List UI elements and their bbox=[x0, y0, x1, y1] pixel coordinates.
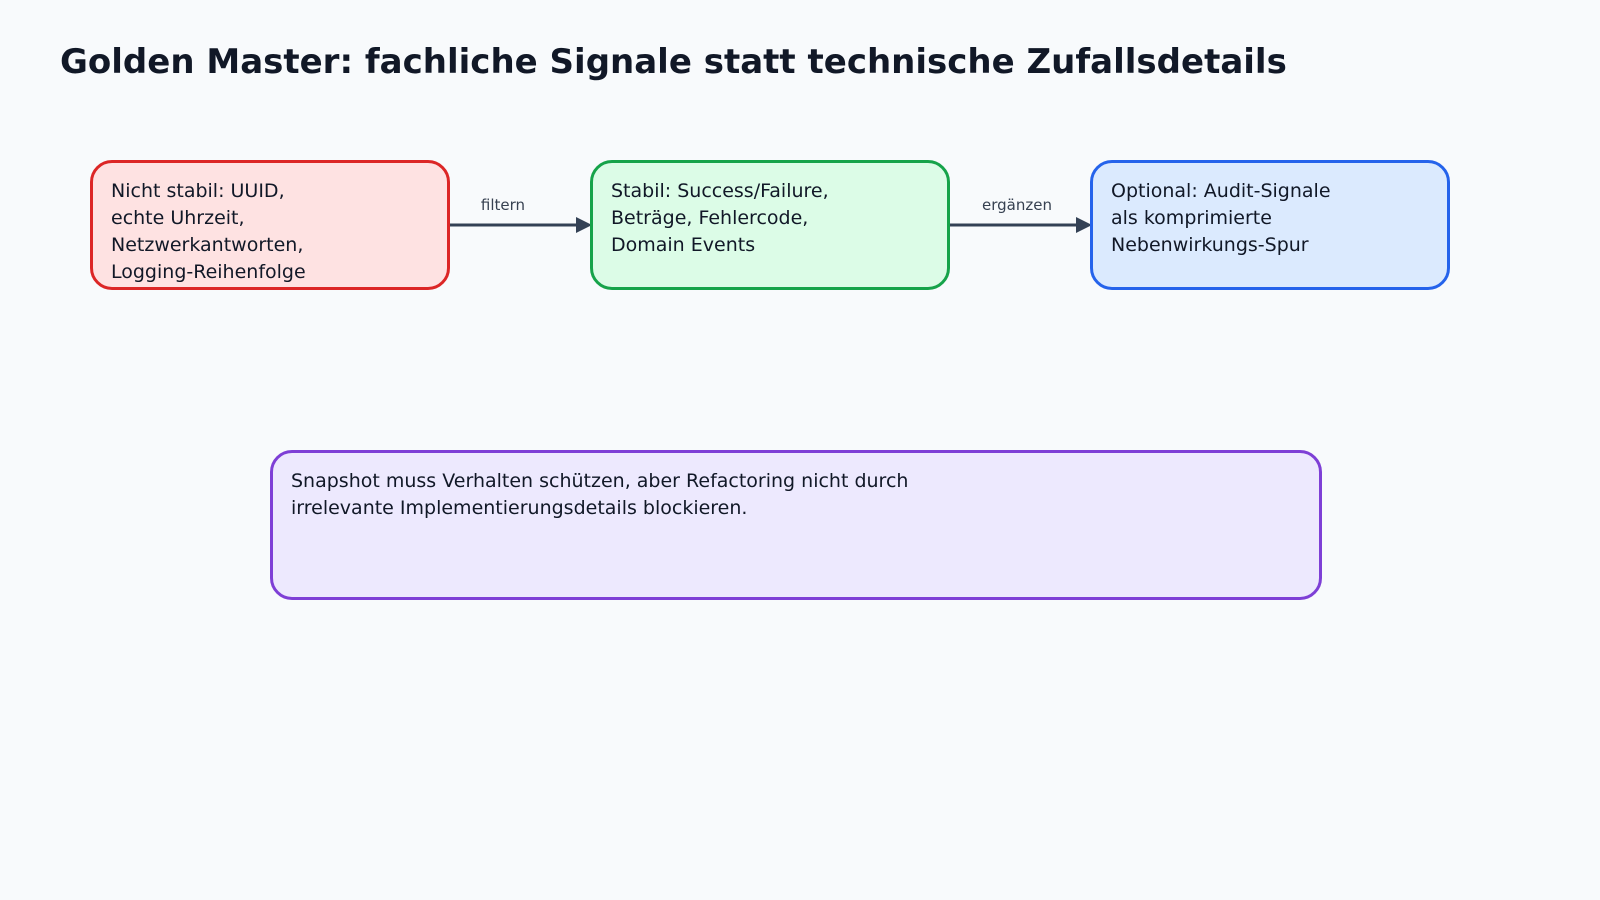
node-unstable-line: Nicht stabil: UUID, bbox=[111, 180, 285, 202]
node-optional: Optional: Audit-Signale als komprimierte… bbox=[1090, 160, 1450, 290]
diagram-title: Golden Master: fachliche Signale statt t… bbox=[60, 42, 1287, 82]
edge-label-extend: ergänzen bbox=[982, 196, 1052, 214]
node-stable-line: Stabil: Success/Failure, bbox=[611, 180, 829, 202]
node-stable-line: Beträge, Fehlercode, bbox=[611, 207, 809, 229]
note-line: Snapshot muss Verhalten schützen, aber R… bbox=[291, 470, 909, 492]
node-optional-line: Optional: Audit-Signale bbox=[1111, 180, 1331, 202]
node-optional-line: als komprimierte bbox=[1111, 207, 1272, 229]
node-unstable-line: Netzwerkantworten, bbox=[111, 234, 304, 256]
note-line: irrelevante Implementierungsdetails bloc… bbox=[291, 497, 748, 519]
edge-label-filter: filtern bbox=[480, 196, 526, 214]
node-stable: Stabil: Success/Failure, Beträge, Fehler… bbox=[590, 160, 950, 290]
node-optional-line: Nebenwirkungs-Spur bbox=[1111, 234, 1309, 256]
node-unstable-line: echte Uhrzeit, bbox=[111, 207, 245, 229]
node-stable-line: Domain Events bbox=[611, 234, 756, 256]
note-box: Snapshot muss Verhalten schützen, aber R… bbox=[270, 450, 1322, 600]
node-unstable-line: Logging-Reihenfolge bbox=[111, 261, 306, 283]
node-unstable: Nicht stabil: UUID, echte Uhrzeit, Netzw… bbox=[90, 160, 450, 290]
